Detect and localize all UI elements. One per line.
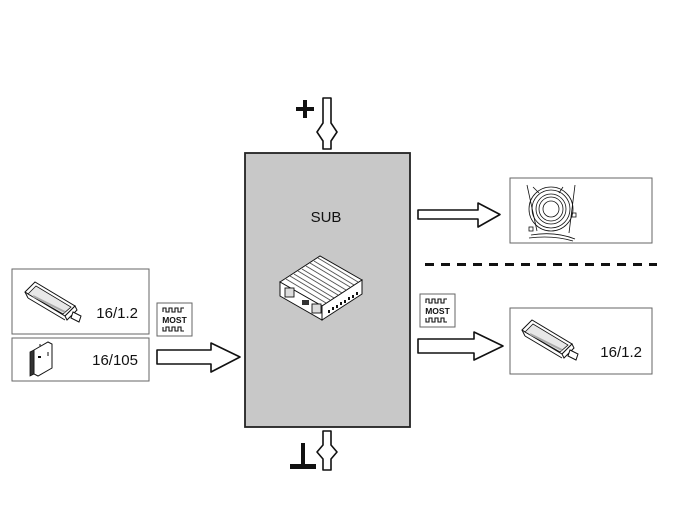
ground-icon: [290, 443, 316, 469]
input-panel-media-module: 16/105: [11, 337, 150, 382]
media-module-icon: [29, 341, 53, 377]
output-label-2: 16/1.2: [600, 344, 642, 361]
module-label: SUB: [311, 209, 342, 226]
amplifier-module-icon: [279, 255, 363, 321]
output-panel-control-module: 16/1.2: [509, 307, 653, 375]
input-bus-label: MOST: [162, 315, 187, 325]
input-label-2: 16/105: [92, 352, 138, 369]
output-bus-label: MOST: [425, 306, 450, 316]
plus-icon: [296, 100, 314, 118]
power-input-arrow: [316, 97, 338, 150]
input-arrow: [156, 342, 241, 373]
speaker-output-arrow: [417, 202, 501, 228]
ground-arrow: [316, 430, 338, 471]
input-panel-control-module: 16/1.2: [11, 268, 150, 335]
output-panel-subwoofer: [509, 177, 653, 244]
input-most-badge: MOST: [156, 302, 193, 337]
output-most-badge: MOST: [419, 293, 456, 328]
subwoofer-speaker-icon: [526, 184, 577, 242]
input-label-1: 16/1.2: [96, 305, 138, 322]
most-output-arrow: [417, 331, 504, 361]
